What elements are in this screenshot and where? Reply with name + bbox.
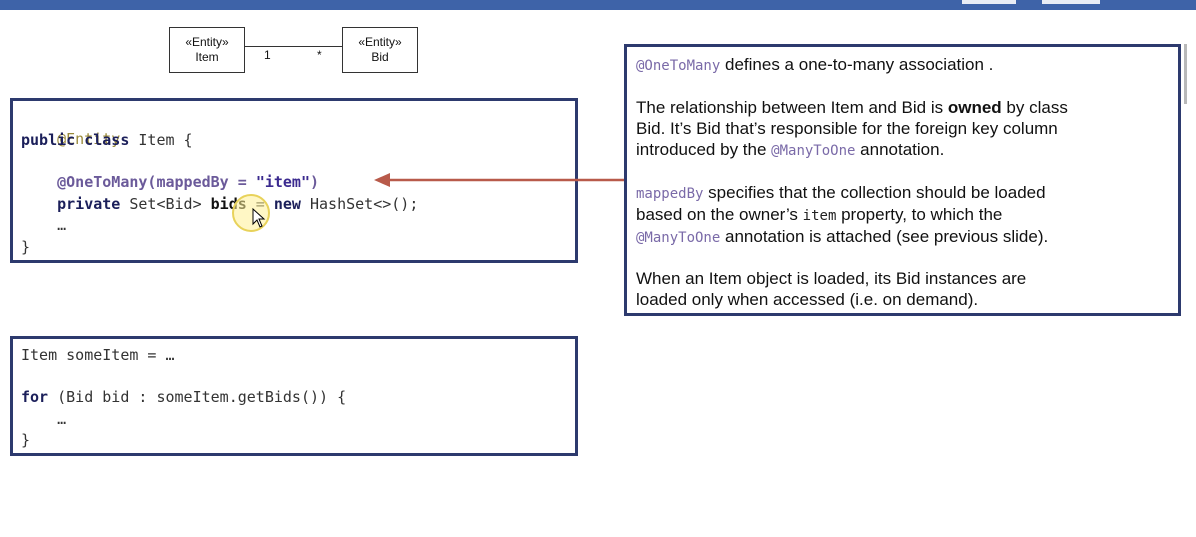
explanation-paragraph: mappedBy specifies that the collection s… — [636, 182, 1046, 205]
uml-entity-bid: «Entity» Bid — [342, 27, 418, 73]
explanation-text: by class — [1001, 98, 1068, 117]
code-text: Item someItem = … — [21, 346, 175, 364]
cursor-highlight — [232, 194, 270, 232]
explanation-paragraph: When an Item object is loaded, its Bid i… — [636, 268, 1026, 289]
slide-top-bar — [0, 0, 1196, 10]
keyword: public class — [21, 131, 130, 149]
explanation-text: Bid. It’s Bid that’s responsible for the… — [636, 119, 1058, 138]
code-line: for (Bid bid : someItem.getBids()) { — [21, 387, 346, 407]
code-ellipsis: … — [57, 410, 67, 428]
uml-entity-item: «Entity» Item — [169, 27, 245, 73]
code-text: Set<Bid> — [120, 195, 211, 213]
uml-association-line — [244, 46, 342, 47]
code-line: private Set<Bid> bids = new HashSet<>(); — [21, 194, 418, 214]
explanation-line: loaded only when accessed (i.e. on deman… — [636, 289, 978, 310]
code-block-usage: Item someItem = … for (Bid bid : someIte… — [10, 336, 578, 456]
emphasis-text: owned — [947, 98, 1002, 117]
explanation-text: based on the owner’s — [636, 205, 803, 224]
annotation-onetomany: @OneToMany(mappedBy = — [57, 173, 256, 191]
explanation-text: property, to which the — [836, 205, 1003, 224]
code-line: } — [21, 237, 30, 257]
string-literal: "item" — [255, 173, 310, 191]
code-text: Item { — [129, 131, 193, 149]
code-ellipsis: … — [57, 216, 67, 234]
keyword: new — [273, 195, 301, 213]
uml-stereotype: «Entity» — [185, 35, 229, 49]
mouse-pointer-icon — [252, 208, 266, 228]
code-text: } — [21, 431, 31, 449]
code-text: } — [21, 238, 31, 256]
code-line: public class Item { — [21, 130, 193, 150]
code-line: … — [21, 215, 66, 235]
inline-code: item — [802, 208, 837, 224]
code-text: (Bid bid : someItem.getBids()) { — [48, 388, 347, 406]
keyword: for — [21, 388, 49, 406]
inline-code: mappedBy — [636, 186, 704, 202]
explanation-line: introduced by the @ManyToOne annotation. — [636, 139, 944, 162]
keyword: private — [57, 195, 121, 213]
code-line: @OneToMany(mappedBy = "item") — [21, 172, 319, 192]
top-bar-tab — [1042, 0, 1100, 4]
uml-stereotype: «Entity» — [358, 35, 402, 49]
explanation-text: The relationship between Item and Bid is — [636, 98, 948, 117]
explanation-text: specifies that the collection should be … — [703, 183, 1046, 202]
inline-code: @OneToMany — [636, 58, 721, 74]
code-line: } — [21, 430, 30, 450]
uml-class-name: Bid — [371, 50, 389, 64]
uml-class-name: Item — [195, 50, 219, 64]
explanation-text: introduced by the — [636, 140, 772, 159]
pointer-arrow — [374, 173, 624, 187]
explanation-text: annotation. — [855, 140, 945, 159]
code-line: @Entity — [21, 109, 120, 148]
explanation-paragraph: @OneToMany defines a one-to-many associa… — [636, 54, 993, 77]
inline-code: @ManyToOne — [771, 143, 856, 159]
scrollbar[interactable] — [1184, 44, 1187, 104]
explanation-text: loaded only when accessed (i.e. on deman… — [636, 290, 979, 309]
explanation-text: annotation is attached (see previous sli… — [720, 227, 1049, 246]
code-text: ) — [310, 173, 320, 191]
explanation-line: Bid. It’s Bid that’s responsible for the… — [636, 118, 1058, 139]
explanation-line: based on the owner’s item property, to w… — [636, 204, 1002, 227]
top-bar-tab — [962, 0, 1016, 4]
explanation-text: When an Item object is loaded, its Bid i… — [636, 269, 1027, 288]
uml-multiplicity-one: 1 — [264, 48, 271, 62]
explanation-paragraph: The relationship between Item and Bid is… — [636, 97, 1068, 118]
explanation-text: defines a one-to-many association . — [720, 55, 994, 74]
annotation-entity: @Entity — [57, 130, 121, 148]
explanation-line: @ManyToOne annotation is attached (see p… — [636, 226, 1048, 249]
code-text: HashSet<>(); — [300, 195, 419, 213]
explanation-box: @OneToMany defines a one-to-many associa… — [624, 44, 1181, 316]
code-line: Item someItem = … — [21, 345, 175, 365]
uml-multiplicity-many: * — [317, 48, 322, 62]
inline-code: @ManyToOne — [636, 230, 721, 246]
code-line: … — [21, 409, 66, 429]
